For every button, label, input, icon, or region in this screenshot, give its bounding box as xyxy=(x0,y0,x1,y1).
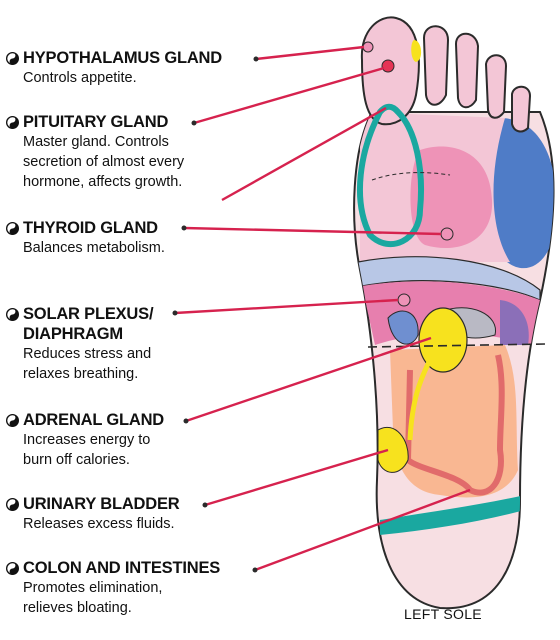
entry-title: ADRENAL GLAND xyxy=(23,411,165,429)
entry-title: THYROID GLAND xyxy=(23,219,158,237)
yin-yang-icon xyxy=(6,561,19,575)
entry-adrenal: ADRENAL GLAND Increases energy to burn o… xyxy=(6,410,266,470)
chest-zone-inner xyxy=(410,146,493,248)
heel-band xyxy=(380,495,525,535)
bladder-organ xyxy=(377,426,409,473)
entry-description: Balances metabolism. xyxy=(23,240,165,256)
entry-bladder: URINARY BLADDER Releases excess fluids. xyxy=(6,494,266,534)
spleen-zone xyxy=(500,300,529,345)
entry-description: Reduces stress and relaxes breathing. xyxy=(23,346,152,382)
thyroid-point xyxy=(440,227,454,241)
entry-title: SOLAR PLEXUS/ DIAPHRAGM xyxy=(23,305,154,343)
entry-title: URINARY BLADDER xyxy=(23,495,180,513)
leader-lines xyxy=(174,45,471,572)
pituitary-point xyxy=(381,59,395,73)
entry-description: Promotes elimination, relieves bloating. xyxy=(23,580,163,616)
leader-solar-plexus xyxy=(174,298,399,315)
leader-thyroid xyxy=(183,226,442,236)
leader-bladder xyxy=(204,448,389,507)
yin-yang-icon xyxy=(6,115,19,129)
entry-title: HYPOTHALAMUS GLAND xyxy=(23,49,222,67)
entry-solar-plexus: SOLAR PLEXUS/ DIAPHRAGM Reduces stress a… xyxy=(6,304,266,384)
waist-line xyxy=(367,343,546,348)
leader-hypothalamus xyxy=(255,45,365,61)
toe-2 xyxy=(422,25,450,106)
leader-adrenal xyxy=(185,336,432,423)
yin-yang-icon xyxy=(6,497,19,511)
yin-yang-icon xyxy=(6,51,19,65)
leader-colon xyxy=(254,488,471,572)
entry-description: Controls appetite. xyxy=(23,70,137,86)
kidney-zone xyxy=(387,310,419,345)
lung-zone xyxy=(487,118,554,269)
toe-4 xyxy=(484,54,508,119)
chest-dash xyxy=(371,172,451,181)
ureter xyxy=(407,358,433,441)
yin-yang-icon xyxy=(6,413,19,427)
thyroid-loop xyxy=(357,103,425,248)
foot-caption: LEFT SOLE xyxy=(404,606,482,622)
entry-hypothalamus: HYPOTHALAMUS GLAND Controls appetite. xyxy=(6,48,266,88)
toe-yellow-spot xyxy=(411,40,422,62)
leader-pituitary xyxy=(193,66,385,125)
entry-description: Increases energy to burn off calories. xyxy=(23,432,151,468)
entry-description: Master gland. Controls secretion of almo… xyxy=(23,134,185,190)
entry-colon: COLON AND INTESTINES Promotes eliminatio… xyxy=(6,558,266,618)
entry-thyroid: THYROID GLAND Balances metabolism. xyxy=(6,218,266,258)
entry-title: COLON AND INTESTINES xyxy=(23,559,221,577)
toe-3 xyxy=(454,32,480,109)
leader-growth xyxy=(221,106,387,202)
entry-description: Releases excess fluids. xyxy=(23,516,175,532)
toe-5 xyxy=(511,85,532,133)
leader-end-dots xyxy=(172,56,259,573)
entry-pituitary: PITUITARY GLAND Master gland. Controls s… xyxy=(6,112,266,192)
solar-plexus-point xyxy=(397,293,411,307)
entry-title: PITUITARY GLAND xyxy=(23,113,169,131)
yin-yang-icon xyxy=(6,221,19,235)
yin-yang-icon xyxy=(6,308,19,321)
adrenal-organ xyxy=(418,307,468,373)
colon-outline xyxy=(405,354,505,496)
hypothalamus-point xyxy=(362,41,374,53)
